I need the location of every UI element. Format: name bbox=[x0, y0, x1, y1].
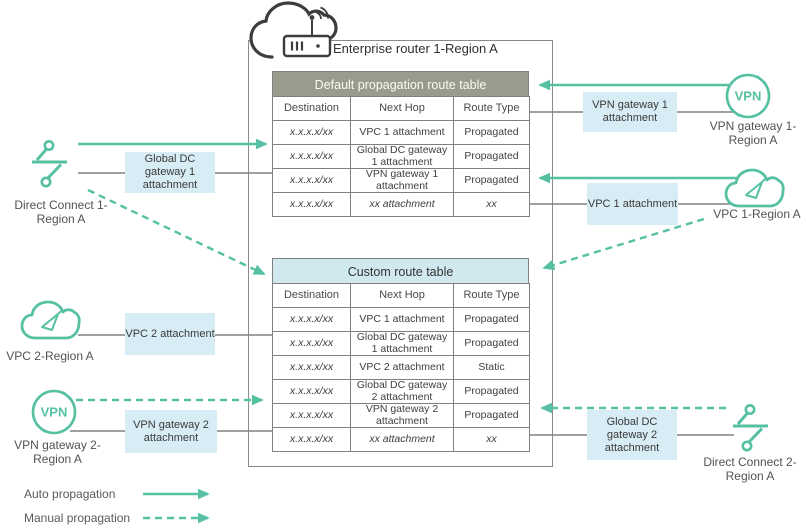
cell-destination: x.x.x.x/xx bbox=[272, 403, 351, 428]
default-table-title: Default propagation route table bbox=[272, 71, 529, 97]
direct-connect-1-icon bbox=[28, 138, 76, 195]
direct-connect-1-label: Direct Connect 1-Region A bbox=[14, 198, 108, 226]
cell-route-type: Propagated bbox=[453, 331, 530, 356]
cell-destination: x.x.x.x/xx bbox=[272, 355, 351, 380]
custom-table-title: Custom route table bbox=[272, 258, 529, 284]
legend-auto-propagation-label: Auto propagation bbox=[24, 487, 116, 501]
legend-manual-propagation-label: Manual propagation bbox=[24, 511, 131, 525]
vpc-1-label: VPC 1-Region A bbox=[713, 207, 801, 221]
cell-next-hop: VPN gateway 1 attachment bbox=[350, 168, 454, 193]
vpc-2-icon bbox=[18, 298, 82, 349]
enterprise-router-title: Enterprise router 1-Region A bbox=[333, 41, 498, 56]
cell-route-type: Propagated bbox=[453, 307, 530, 332]
default-propagation-route-table: Default propagation route table Destinat… bbox=[272, 71, 530, 217]
custom-table-header-row: Destination Next Hop Route Type bbox=[272, 283, 530, 308]
vpc-2-attachment-box: VPC 2 attachment bbox=[125, 313, 215, 355]
cell-destination: x.x.x.x/xx bbox=[272, 120, 351, 145]
cell-route-type: Propagated bbox=[453, 144, 530, 169]
default-table-header-row: Destination Next Hop Route Type bbox=[272, 96, 530, 121]
cell-destination: x.x.x.x/xx bbox=[272, 307, 351, 332]
cell-destination: x.x.x.x/xx bbox=[272, 192, 351, 217]
default-table-grid: Destination Next Hop Route Type x.x.x.x/… bbox=[272, 96, 530, 217]
cell-destination: x.x.x.x/xx bbox=[272, 379, 351, 404]
table-row: x.x.x.x/xx VPN gateway 1 attachment Prop… bbox=[272, 168, 530, 193]
cell-route-type: xx bbox=[453, 427, 530, 452]
vpc-1-attachment-box: VPC 1 attachment bbox=[587, 183, 678, 225]
vpn-gateway-2-label: VPN gateway 2-Region A bbox=[14, 438, 101, 466]
cell-route-type: xx bbox=[453, 192, 530, 217]
table-row: x.x.x.x/xx xx attachment xx bbox=[272, 192, 530, 217]
cell-next-hop: VPC 2 attachment bbox=[350, 355, 454, 380]
cell-next-hop: xx attachment bbox=[350, 427, 454, 452]
col-header-destination: Destination bbox=[272, 283, 351, 308]
cell-destination: x.x.x.x/xx bbox=[272, 427, 351, 452]
vpn-gateway-1-label: VPN gateway 1-Region A bbox=[709, 119, 797, 147]
cell-destination: x.x.x.x/xx bbox=[272, 168, 351, 193]
svg-text:VPN: VPN bbox=[735, 89, 762, 104]
table-row: x.x.x.x/xx VPC 2 attachment Static bbox=[272, 355, 530, 380]
table-row: x.x.x.x/xx xx attachment xx bbox=[272, 427, 530, 452]
col-header-next-hop: Next Hop bbox=[350, 96, 454, 121]
table-row: x.x.x.x/xx VPN gateway 2 attachment Prop… bbox=[272, 403, 530, 428]
vpn-gateway-1-attachment-box: VPN gateway 1 attachment bbox=[583, 92, 677, 132]
cell-route-type: Propagated bbox=[453, 403, 530, 428]
manual-propagation-arrow-vpc-1 bbox=[542, 217, 705, 271]
custom-table-grid: Destination Next Hop Route Type x.x.x.x/… bbox=[272, 283, 530, 452]
table-row: x.x.x.x/xx VPC 1 attachment Propagated bbox=[272, 307, 530, 332]
table-row: x.x.x.x/xx Global DC gateway 1 attachmen… bbox=[272, 331, 530, 356]
cell-next-hop: VPN gateway 2 attachment bbox=[350, 403, 454, 428]
cell-route-type: Propagated bbox=[453, 168, 530, 193]
cell-route-type: Static bbox=[453, 355, 530, 380]
cell-route-type: Propagated bbox=[453, 120, 530, 145]
vpn-gateway-2-attachment-box: VPN gateway 2 attachment bbox=[125, 410, 217, 453]
vpc-1-icon bbox=[722, 166, 786, 217]
cell-next-hop: VPC 1 attachment bbox=[350, 120, 454, 145]
global-dc-gateway-1-attachment-box: Global DC gateway 1 attachment bbox=[125, 152, 215, 193]
col-header-route-type: Route Type bbox=[453, 96, 530, 121]
cell-destination: x.x.x.x/xx bbox=[272, 331, 351, 356]
table-row: x.x.x.x/xx Global DC gateway 2 attachmen… bbox=[272, 379, 530, 404]
enterprise-router-cloud-icon bbox=[246, 0, 356, 71]
vpn-gateway-1-icon: VPN bbox=[724, 72, 772, 125]
svg-text:VPN: VPN bbox=[41, 405, 68, 420]
vpn-gateway-2-icon: VPN bbox=[30, 388, 78, 441]
vpc-2-label: VPC 2-Region A bbox=[6, 349, 94, 363]
col-header-route-type: Route Type bbox=[453, 283, 530, 308]
direct-connect-2-icon bbox=[729, 402, 777, 459]
col-header-destination: Destination bbox=[272, 96, 351, 121]
cell-next-hop: VPC 1 attachment bbox=[350, 307, 454, 332]
cell-next-hop: Global DC gateway 1 attachment bbox=[350, 331, 454, 356]
cell-next-hop: Global DC gateway 2 attachment bbox=[350, 379, 454, 404]
table-row: x.x.x.x/xx Global DC gateway 1 attachmen… bbox=[272, 144, 530, 169]
cell-destination: x.x.x.x/xx bbox=[272, 144, 351, 169]
custom-route-table: Custom route table Destination Next Hop … bbox=[272, 258, 530, 452]
global-dc-gateway-2-attachment-box: Global DC gateway 2 attachment bbox=[587, 410, 677, 460]
cell-next-hop: Global DC gateway 1 attachment bbox=[350, 144, 454, 169]
table-row: x.x.x.x/xx VPC 1 attachment Propagated bbox=[272, 120, 530, 145]
cell-route-type: Propagated bbox=[453, 379, 530, 404]
direct-connect-2-label: Direct Connect 2-Region A bbox=[703, 455, 797, 483]
cell-next-hop: xx attachment bbox=[350, 192, 454, 217]
col-header-next-hop: Next Hop bbox=[350, 283, 454, 308]
